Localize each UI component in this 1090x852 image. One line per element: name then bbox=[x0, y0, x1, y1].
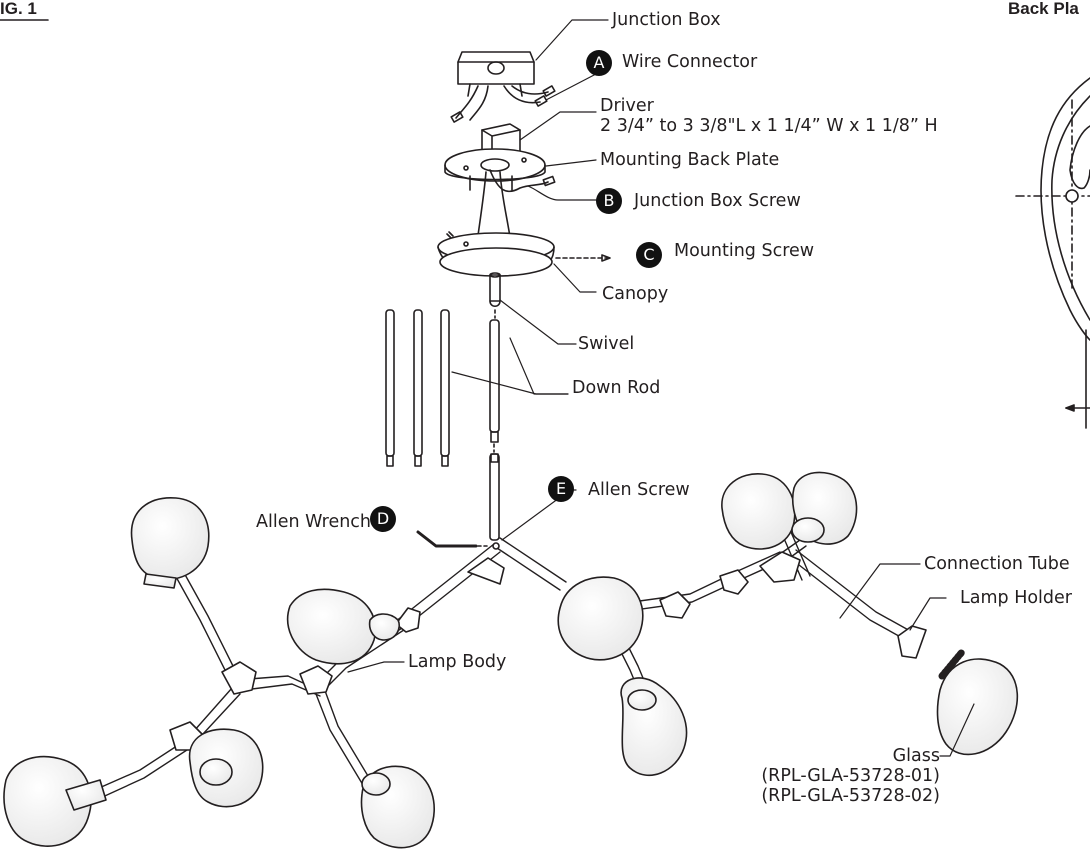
badge-a: A bbox=[586, 50, 612, 76]
canopy-part bbox=[437, 232, 611, 277]
badge-c: C bbox=[636, 242, 662, 268]
figure-label: IG. 1 bbox=[0, 0, 37, 18]
label-glass-part-1: (RPL-GLA-53728-01) bbox=[761, 766, 940, 786]
swivel-part bbox=[489, 272, 501, 319]
label-driver: Driver bbox=[600, 96, 654, 116]
glass-globes bbox=[3, 471, 1019, 849]
label-glass: Glass bbox=[892, 746, 940, 766]
lamp-joints bbox=[169, 542, 927, 751]
label-junction-box-screw: Junction Box Screw bbox=[634, 191, 801, 211]
label-lamp-body: Lamp Body bbox=[408, 652, 507, 672]
down-rod-parts bbox=[385, 309, 500, 541]
allen-wrench-part bbox=[416, 530, 491, 548]
label-lamp-holder: Lamp Holder bbox=[960, 588, 1072, 608]
label-allen-screw: Allen Screw bbox=[588, 480, 690, 500]
back-plate-heading: Back Pla bbox=[1008, 0, 1079, 18]
label-glass-part-2: (RPL-GLA-53728-02) bbox=[761, 786, 940, 806]
label-driver-dims: 2 3/4” to 3 3/8"L x 1 1/4” W x 1 1/8” H bbox=[600, 116, 938, 136]
label-mounting-screw: Mounting Screw bbox=[674, 241, 815, 261]
screw-part bbox=[446, 231, 454, 239]
badge-d: D bbox=[370, 506, 396, 532]
badge-e: E bbox=[548, 476, 574, 502]
label-wire-connector: Wire Connector bbox=[622, 52, 758, 72]
label-junction-box: Junction Box bbox=[612, 10, 721, 30]
label-allen-wrench: Allen Wrench bbox=[256, 512, 372, 532]
glass-thread bbox=[938, 648, 966, 680]
leader-lines bbox=[347, 19, 975, 757]
label-down-rod: Down Rod bbox=[572, 378, 661, 398]
back-plate-drawing bbox=[1015, 77, 1090, 429]
label-connection-tube: Connection Tube bbox=[924, 554, 1070, 574]
badge-b: B bbox=[596, 188, 622, 214]
label-mounting-back-plate: Mounting Back Plate bbox=[600, 150, 780, 170]
label-canopy: Canopy bbox=[602, 284, 669, 304]
junction-box-part bbox=[450, 51, 556, 123]
label-swivel: Swivel bbox=[578, 334, 635, 354]
